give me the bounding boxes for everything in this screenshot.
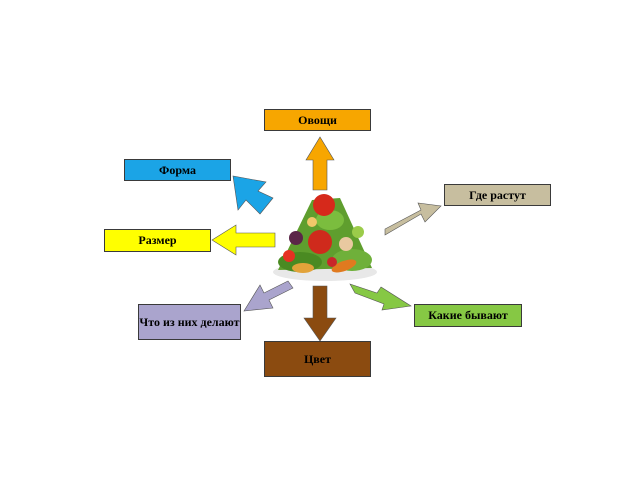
node-forma: Форма bbox=[124, 159, 231, 181]
node-ovoshchi: Овощи bbox=[264, 109, 371, 131]
node-gde-rastut: Где растут bbox=[444, 184, 551, 206]
node-chto-delayut: Что из них делают bbox=[138, 304, 241, 340]
node-label: Что из них делают bbox=[139, 314, 240, 329]
node-label: Овощи bbox=[298, 112, 337, 127]
node-label: Форма bbox=[159, 162, 196, 177]
arrow-to-chto-delayut bbox=[243, 280, 294, 312]
vegetable-pile-icon bbox=[273, 194, 377, 281]
node-label: Какие бывают bbox=[428, 308, 508, 322]
arrow-to-forma bbox=[232, 175, 274, 215]
arrow-to-razmer bbox=[211, 224, 276, 256]
arrow-to-ovoshchi bbox=[305, 136, 335, 191]
arrow-to-tsvet bbox=[303, 285, 337, 342]
node-label: Размер bbox=[138, 233, 177, 247]
node-label: Где растут bbox=[469, 187, 526, 202]
arrow-to-gde-rastut bbox=[384, 202, 442, 236]
arrow-to-kakie-byvayut bbox=[349, 283, 412, 311]
node-tsvet: Цвет bbox=[264, 341, 371, 377]
node-kakie-byvayut: Какие бывают bbox=[414, 304, 522, 327]
node-razmer: Размер bbox=[104, 229, 211, 252]
node-label: Цвет bbox=[303, 351, 332, 366]
